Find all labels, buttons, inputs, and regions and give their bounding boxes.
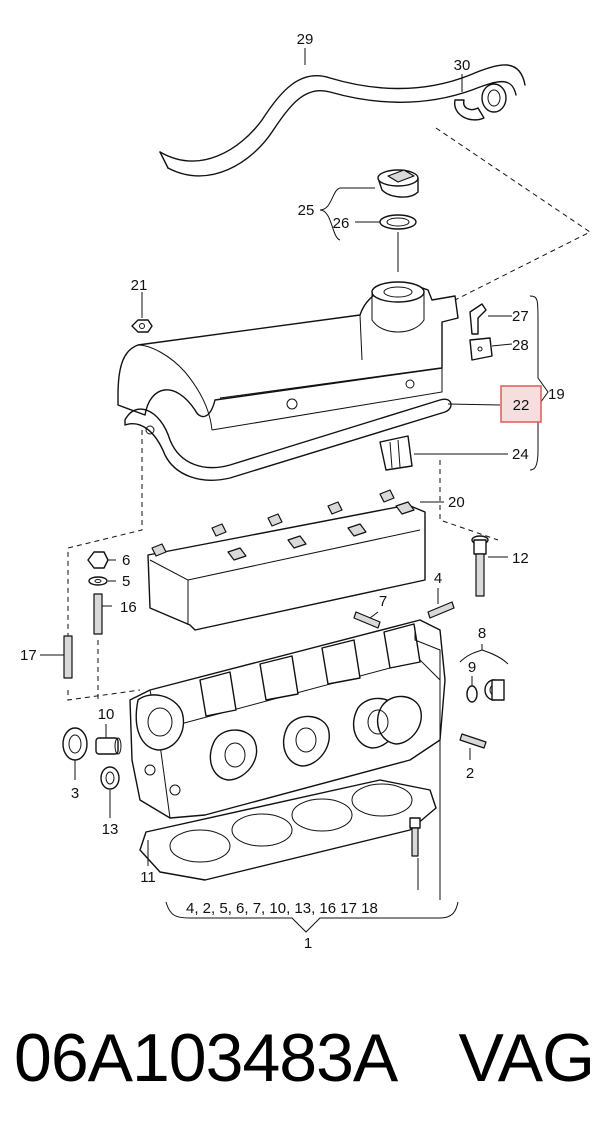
dowel-pin-4	[427, 601, 455, 619]
caption-bar: 06A103483A VAG	[14, 1012, 595, 1104]
callout-4: 4	[434, 570, 442, 587]
seal-9	[466, 685, 478, 703]
callout-19: 19	[548, 386, 565, 403]
brand-name: VAG	[458, 1020, 595, 1096]
washer-5	[88, 576, 108, 586]
nut-6	[87, 551, 109, 569]
callout-labels: 29 30 25 26 21 27 28 19 22 24 20 6 5 16 …	[20, 31, 565, 952]
bracket-27	[469, 303, 487, 335]
baffle-24	[379, 435, 413, 471]
hose-clamp-30	[454, 83, 507, 121]
callout-8: 8	[478, 625, 486, 642]
plate-28	[469, 337, 493, 361]
assembly-list: 4, 2, 5, 6, 7, 10, 13, 16 17 18	[186, 900, 378, 917]
callout-26: 26	[333, 215, 350, 232]
callout-5: 5	[122, 573, 130, 590]
part-number: 06A103483A	[14, 1020, 398, 1096]
cover-gasket-22	[124, 398, 452, 481]
dash-stud17	[67, 689, 141, 701]
callout-12: 12	[512, 550, 529, 567]
callout-20: 20	[448, 494, 465, 511]
callout-16: 16	[120, 599, 137, 616]
callout-6: 6	[122, 552, 130, 569]
callout-28: 28	[512, 337, 529, 354]
callout-25: 25	[298, 202, 315, 219]
callout-3: 3	[71, 785, 79, 802]
callout-27: 27	[512, 308, 529, 325]
seal-ring-26	[379, 214, 417, 230]
callout-2: 2	[466, 765, 474, 782]
plug-8	[484, 679, 505, 701]
callout-17: 17	[20, 647, 37, 664]
exploded-view: 29 30 25 26 21 27 28 19 22 24 20 6 5 16 …	[20, 31, 591, 952]
stud-17	[63, 635, 73, 679]
callout-10: 10	[98, 706, 115, 723]
callout-13: 13	[102, 821, 119, 838]
callout-24: 24	[512, 446, 529, 463]
dash-right	[439, 460, 499, 541]
camshaft-bridge-20	[147, 489, 426, 631]
stud-7	[353, 611, 381, 629]
callout-11: 11	[140, 869, 156, 886]
cap-13	[100, 766, 120, 790]
highlight-box-22	[500, 385, 542, 423]
stud-16	[93, 593, 103, 635]
nut-21	[131, 319, 153, 333]
bushing-10	[95, 737, 122, 755]
dash-cover-head	[67, 430, 143, 640]
callout-7: 7	[379, 593, 387, 610]
bolt-18	[409, 817, 421, 857]
breather-hose-29	[159, 64, 526, 177]
head-bolt-12	[471, 535, 489, 597]
dash-29-cover	[435, 127, 591, 301]
oil-seal-3	[62, 727, 88, 761]
callout-29: 29	[297, 31, 314, 48]
callout-9: 9	[468, 659, 476, 676]
stud-2	[459, 733, 487, 749]
callout-21: 21	[131, 277, 148, 294]
callout-1: 1	[304, 935, 312, 952]
leader-lines	[40, 48, 549, 933]
callout-22: 22	[513, 397, 530, 414]
callout-30: 30	[454, 57, 471, 74]
valve-cover	[117, 281, 459, 435]
head-gasket-11	[139, 779, 437, 881]
cylinder-head	[129, 619, 446, 819]
oil-filler-cap-25	[377, 169, 419, 198]
